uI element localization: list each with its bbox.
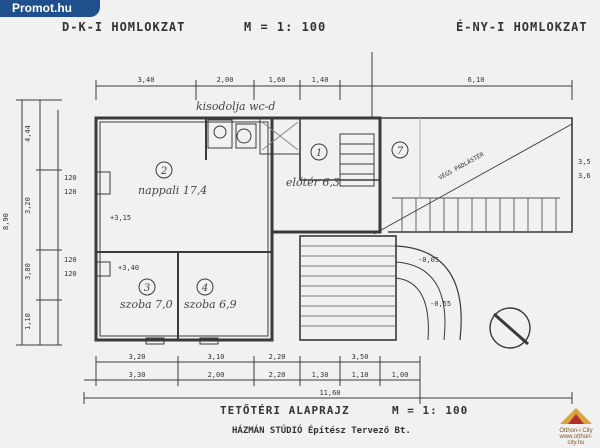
dim-bottom-total: 11,60 bbox=[319, 389, 340, 397]
site-badge[interactable]: Promot.hu bbox=[0, 0, 100, 17]
dim-left-inner-4: 120 bbox=[64, 270, 77, 278]
level-mark-3: -0,05 bbox=[418, 256, 439, 264]
dim-bottom-2-5: 1,10 bbox=[352, 371, 369, 379]
otthon-city-logo[interactable]: Otthon-i City www.otthon-city.hu bbox=[554, 404, 598, 446]
left-elevation-scale: M = 1: 100 bbox=[244, 20, 327, 34]
room-4-number: 4 bbox=[201, 283, 208, 294]
logo-name: Otthon-i City bbox=[559, 428, 593, 434]
level-mark-1: +3,15 bbox=[110, 214, 131, 222]
dim-top-4: 1,40 bbox=[312, 76, 329, 84]
dim-left-3: 3,80 bbox=[24, 263, 32, 280]
logo-url: www.otthon-city.hu bbox=[559, 434, 593, 446]
dim-left-inner-1: 120 bbox=[64, 174, 77, 182]
dim-bottom-1-1: 3,20 bbox=[129, 353, 146, 361]
north-arrow bbox=[489, 307, 531, 349]
level-mark-2: +3,40 bbox=[118, 264, 139, 272]
terrace bbox=[299, 235, 397, 341]
roof-space-label: VÉGS PADLÁSTÉR bbox=[437, 150, 485, 182]
roof-space-outline bbox=[380, 117, 573, 233]
dim-left-inner-3: 120 bbox=[64, 256, 77, 264]
dim-top-1: 3,40 bbox=[138, 76, 155, 84]
room-2-label: nappali 17,4 bbox=[138, 184, 207, 197]
room-1-number: 1 bbox=[316, 148, 322, 159]
left-elevation-title: D-K-I HOMLOKZAT bbox=[62, 20, 186, 34]
dim-top-5: 6,10 bbox=[468, 76, 485, 84]
left-wing-outline bbox=[94, 116, 274, 342]
dim-bottom-1-4: 3,50 bbox=[352, 353, 369, 361]
room-4-label: szoba 6,9 bbox=[184, 298, 237, 311]
room-1-label: előtér 6,3 bbox=[286, 176, 340, 189]
dim-left-total: 8,90 bbox=[2, 213, 10, 230]
dim-left-4: 1,10 bbox=[24, 313, 32, 330]
room-3-label: szoba 7,0 bbox=[120, 298, 173, 311]
room-2-number: 2 bbox=[160, 166, 167, 177]
dim-left-inner-2: 120 bbox=[64, 188, 77, 196]
studio-credit: HÁZMÁN STÚDIÓ Építész Tervező Bt. bbox=[232, 426, 411, 436]
dim-bottom-1-2: 3,10 bbox=[208, 353, 225, 361]
right-elevation-title: É-NY-I HOMLOKZAT bbox=[456, 20, 588, 34]
dim-bottom-2-2: 2,00 bbox=[208, 371, 225, 379]
dim-right-2: 3,6 bbox=[578, 172, 591, 180]
dim-bottom-2-3: 2,20 bbox=[269, 371, 286, 379]
room-7-number: 7 bbox=[397, 146, 404, 157]
dim-top-2: 2,00 bbox=[217, 76, 234, 84]
plan-title: TETŐTÉRI ALAPRAJZ bbox=[220, 404, 350, 417]
hall-outline bbox=[272, 116, 382, 234]
dim-left-1: 4,44 bbox=[24, 125, 32, 142]
dim-right-1: 3,5 bbox=[578, 158, 591, 166]
dim-bottom-2-4: 1,30 bbox=[312, 371, 329, 379]
room-3-number: 3 bbox=[144, 283, 150, 294]
house-logo-icon bbox=[560, 408, 592, 424]
kitchen-note: kisodolja wc-d bbox=[196, 100, 275, 113]
stair-hall bbox=[339, 133, 375, 187]
level-mark-4: -0,55 bbox=[430, 300, 451, 308]
dim-left-2: 3,20 bbox=[24, 197, 32, 214]
dim-bottom-2-1: 3,30 bbox=[129, 371, 146, 379]
dim-bottom-2-6: 1,00 bbox=[392, 371, 409, 379]
dim-top-3: 1,60 bbox=[269, 76, 286, 84]
dim-bottom-1-3: 2,20 bbox=[269, 353, 286, 361]
plan-scale: M = 1: 100 bbox=[392, 404, 469, 417]
